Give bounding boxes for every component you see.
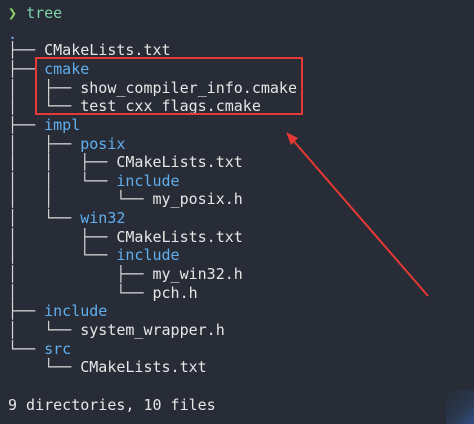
tree-guide: │ │ ├──: [8, 153, 117, 171]
prompt-arrow-icon: ❯: [8, 4, 18, 22]
tree-guide: │ │ └──: [8, 172, 117, 190]
tree-guide: │ └──: [8, 246, 117, 264]
corner-glow: [446, 390, 474, 424]
tree-line: │ └── pch.h: [8, 284, 198, 302]
tree-guide: │ └──: [8, 284, 153, 302]
tree-file-name: my_win32.h: [152, 265, 243, 283]
tree-line: ├── cmake: [8, 60, 89, 78]
tree-guide: │ ├──: [8, 135, 81, 153]
tree-line: └── src: [8, 340, 71, 358]
tree-line: │ ├── posix: [8, 135, 125, 153]
tree-guide: ├──: [8, 41, 45, 59]
tree-dir-name: posix: [80, 135, 126, 153]
tree-file-name: system_wrapper.h: [80, 321, 225, 339]
tree-dir-name: cmake: [44, 60, 90, 78]
tree-guide: │ ├──: [8, 265, 153, 283]
tree-guide: │ └──: [8, 321, 81, 339]
tree-line: │ └── system_wrapper.h: [8, 321, 225, 339]
tree-dir-name: include: [116, 246, 180, 264]
tree-guide: │ └──: [8, 97, 81, 115]
tree-line: │ │ └── my_posix.h: [8, 190, 243, 208]
tree-line: │ │ ├── CMakeLists.txt: [8, 153, 243, 171]
tree-dir-name: impl: [44, 116, 81, 134]
tree-line: │ │ └── include: [8, 172, 180, 190]
tree-line: └── CMakeLists.txt: [8, 358, 207, 376]
tree-guide: ├──: [8, 302, 45, 320]
tree-dir-name: src: [44, 340, 72, 358]
tree-guide: │ └──: [8, 209, 81, 227]
tree-line: ├── impl: [8, 116, 80, 134]
tree-line: │ ├── show_compiler_info.cmake: [8, 79, 297, 97]
tree-file-name: CMakeLists.txt: [116, 153, 243, 171]
tree-guide: └──: [8, 358, 81, 376]
tree-dir-name: include: [116, 172, 180, 190]
tree-dir-name: include: [44, 302, 108, 320]
tree-line: │ └── include: [8, 246, 180, 264]
tree-line: ├── include: [8, 302, 107, 320]
tree-line: │ └── win32: [8, 209, 125, 227]
tree-file-name: pch.h: [152, 284, 198, 302]
tree-file-name: CMakeLists.txt: [116, 228, 243, 246]
prompt-line: ❯ tree: [8, 4, 62, 22]
tree-line: │ ├── my_win32.h: [8, 265, 243, 283]
tree-guide: ├──: [8, 116, 45, 134]
tree-dir-name: win32: [80, 209, 126, 227]
tree-file-name: CMakeLists.txt: [44, 41, 171, 59]
tree-guide: │ │ └──: [8, 190, 153, 208]
prompt-command: tree: [26, 4, 63, 22]
tree-guide: │ ├──: [8, 79, 81, 97]
tree-file-name: CMakeLists.txt: [80, 358, 207, 376]
tree-guide: │ ├──: [8, 228, 117, 246]
tree-summary: 9 directories, 10 files: [8, 396, 216, 414]
tree-file-name: show_compiler_info.cmake: [80, 79, 297, 97]
tree-file-name: my_posix.h: [152, 190, 243, 208]
annotation-arrow-line: [290, 137, 429, 297]
tree-root: .: [8, 25, 18, 43]
tree-guide: ├──: [8, 60, 45, 78]
tree-line: │ └── test_cxx_flags.cmake: [8, 97, 261, 115]
annotation-arrow-head: [286, 132, 298, 145]
tree-file-name: test_cxx_flags.cmake: [80, 97, 261, 115]
tree-line: │ ├── CMakeLists.txt: [8, 228, 243, 246]
tree-line: ├── CMakeLists.txt: [8, 41, 171, 59]
tree-guide: └──: [8, 340, 45, 358]
